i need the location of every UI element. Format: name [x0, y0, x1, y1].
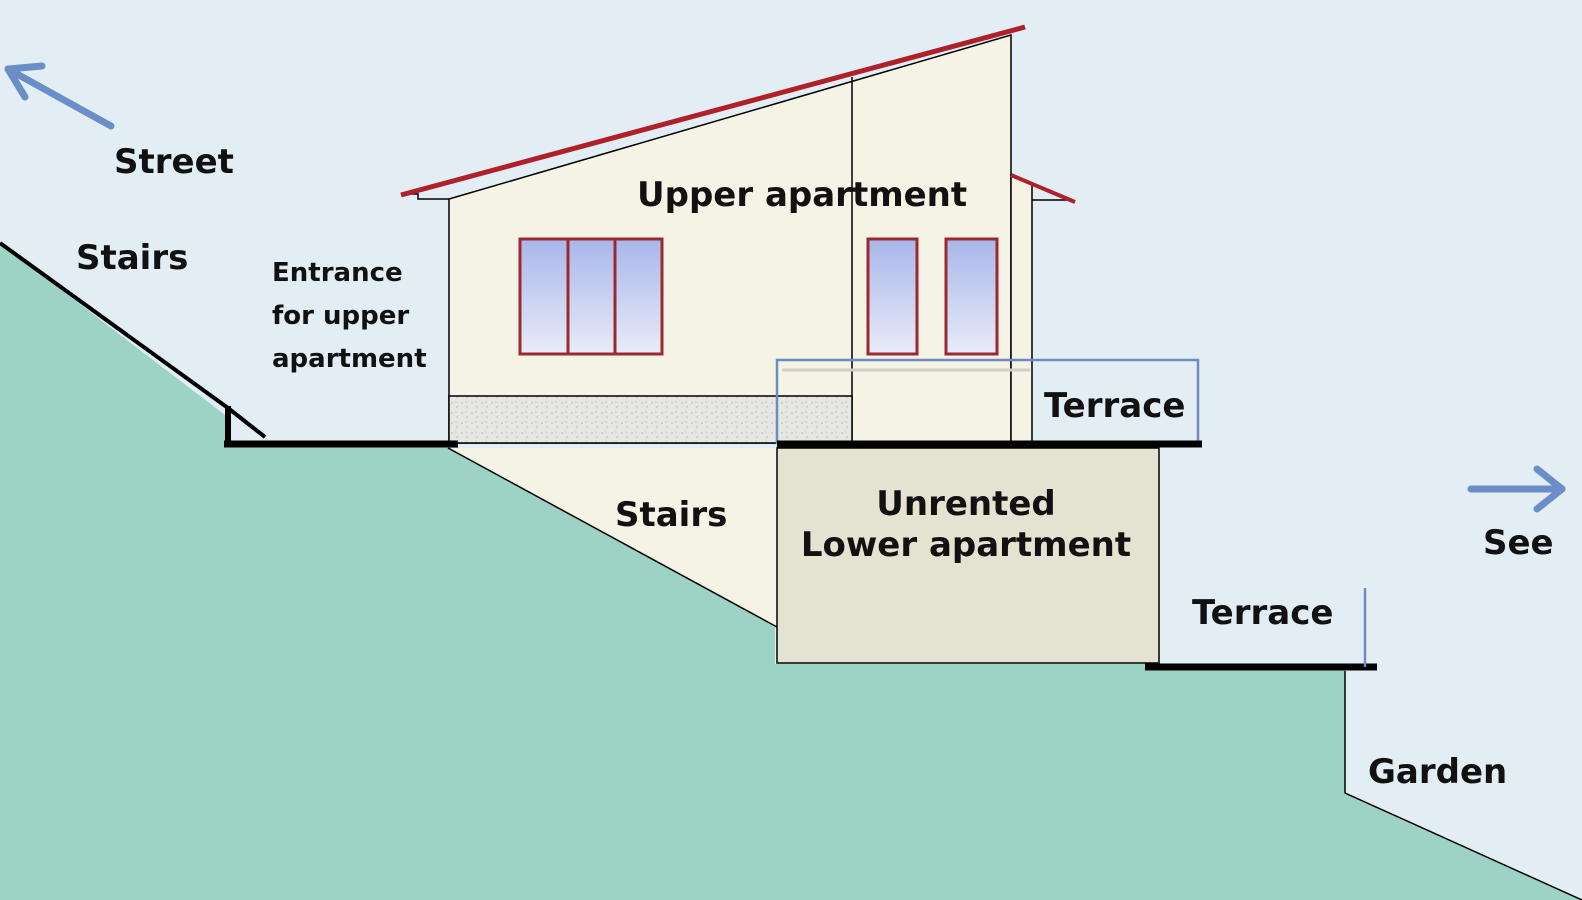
garden-label: Garden: [1368, 752, 1508, 792]
garden-wall-line: [1344, 671, 1582, 900]
lower-apartment-line-1: Unrented: [876, 484, 1056, 524]
upper-apartment-label: Upper apartment: [637, 175, 968, 215]
window-right-2: [944, 237, 999, 356]
ground-slope: [0, 243, 1582, 900]
arrow-up-left-icon: [4, 62, 115, 130]
arrow-right-icon: [1467, 465, 1566, 513]
entrance-line-3: apartment: [272, 344, 427, 374]
lower-stairs-label: Stairs: [615, 495, 728, 535]
entrance-line-1: Entrance: [272, 258, 403, 288]
street-label: Street: [114, 142, 234, 182]
lower-apartment-label: Unrented Lower apartment: [797, 484, 1135, 566]
entrance-line-2: for upper: [272, 301, 410, 331]
annex-roof: [1010, 173, 1076, 204]
window-right-1: [866, 237, 919, 356]
entrance-label: Entrance for upper apartment: [272, 252, 427, 381]
see-label: See: [1483, 523, 1554, 563]
upper-terrace-label: Terrace: [1044, 386, 1186, 426]
lower-stairs-line: [447, 447, 778, 628]
main-roof: [400, 24, 1026, 198]
stairs-top-label: Stairs: [76, 238, 189, 278]
lower-apartment-line-2: Lower apartment: [800, 524, 1132, 565]
triple-window: [518, 237, 664, 356]
lower-terrace-label: Terrace: [1192, 593, 1334, 633]
right-annex: [1010, 173, 1033, 444]
lower-apartment-box: [776, 447, 1160, 664]
gravel-foundation: [448, 395, 853, 444]
